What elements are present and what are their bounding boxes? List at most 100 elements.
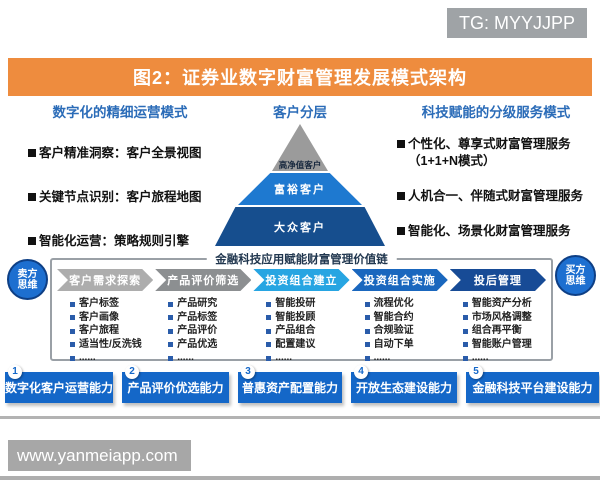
- list-item-label: ......: [79, 352, 96, 363]
- digital-operation-panel: 数字化的精细运营模式 客户精准洞察：客户全景视图 关键节点识别：客户旅程地图 智…: [28, 101, 212, 250]
- list-item-label: 产品优选: [177, 338, 218, 350]
- capability-number-badge: 5: [469, 365, 484, 379]
- bullet-square-icon: [28, 149, 36, 157]
- list-item: 市场风格调整: [462, 311, 547, 324]
- value-chain-stages: 客户需求探索 产品评价筛选 投资组合建立 投资组合实施 投后管理: [57, 269, 546, 291]
- list-item: 智能账户管理: [462, 338, 547, 351]
- bullet-square-icon: [462, 301, 468, 307]
- value-chain-box: 金融科技应用赋能财富管理价值链 客户需求探索 产品评价筛选 投资组合建立 投资组…: [50, 251, 553, 364]
- bullet-square-icon: [364, 301, 370, 307]
- stage-column-post-investment: 智能资产分析 市场风格调整 组合再平衡 智能账户管理 ......: [449, 298, 547, 364]
- left-panel-item: 客户精准洞察：客户全景视图: [28, 145, 212, 162]
- bullet-square-icon: [266, 315, 272, 320]
- capability-number-badge: 1: [8, 365, 22, 379]
- bullet-square-icon: [168, 315, 174, 320]
- list-item-label: 产品评价: [177, 325, 218, 336]
- list-item-label: 市场风格调整: [471, 311, 532, 323]
- bullet-square-icon: [168, 355, 174, 361]
- list-item-label: 组合再平衡: [471, 325, 522, 336]
- capability-number-badge: 3: [241, 365, 256, 379]
- list-item: ......: [70, 352, 154, 364]
- list-item: ......: [364, 352, 449, 364]
- list-item-label: 流程优化: [373, 298, 414, 309]
- bullet-square-icon: [364, 355, 370, 361]
- list-item: 智能合约: [364, 311, 449, 324]
- capability-label: 金融科技平台建设能力: [472, 381, 593, 395]
- left-panel-item: 关键节点识别：客户旅程地图: [28, 189, 212, 206]
- bullet-square-icon: [168, 328, 174, 334]
- capability-label: 开放生态建设能力: [356, 381, 453, 395]
- bullet-square-icon: [364, 342, 370, 347]
- list-item-label: ......: [373, 352, 391, 363]
- list-item-label: 智能合约: [373, 311, 414, 323]
- list-item: 流程优化: [364, 298, 449, 310]
- left-panel-item-label: 智能化运营：策略规则引擎: [39, 234, 190, 248]
- bullet-square-icon: [168, 301, 174, 307]
- bullet-square-icon: [364, 328, 370, 334]
- list-item: 客户旅程: [70, 325, 154, 337]
- bullet-square-icon: [266, 342, 272, 347]
- seller-thinking-circle: 卖方思维: [7, 259, 48, 300]
- list-item-label: 适当性/反洗钱: [79, 338, 142, 350]
- bullet-square-icon: [462, 328, 468, 334]
- stage-arrow-customer-demand: 客户需求探索: [57, 269, 153, 291]
- bullet-square-icon: [266, 355, 272, 361]
- value-chain-title: 金融科技应用赋能财富管理价值链: [206, 251, 397, 267]
- bullet-square-icon: [28, 237, 36, 245]
- right-panel-item-label: 个性化、尊享式财富管理服务（1+1+N模式）: [408, 137, 571, 168]
- bullet-square-icon: [364, 315, 370, 320]
- bullet-square-icon: [70, 355, 75, 361]
- list-item-label: 产品研究: [177, 298, 218, 309]
- left-panel-header: 数字化的精细运营模式: [52, 105, 188, 120]
- buyer-thinking-label: 买方思维: [565, 264, 586, 287]
- list-item: 智能投研: [266, 298, 350, 310]
- list-item-label: 合规验证: [373, 325, 414, 336]
- list-item-label: 产品标签: [177, 311, 218, 323]
- list-item-label: 智能账户管理: [471, 338, 532, 350]
- list-item: 产品研究: [168, 298, 252, 310]
- right-panel-item: 智能化、场景化财富管理服务: [397, 223, 595, 240]
- value-chain-columns: 客户标签 客户画像 客户旅程 适当性/反洗钱 ...... 产品研究 产品标签 …: [52, 298, 551, 364]
- capability-box-digital-customer-ops: 1 数字化客户运营能力: [5, 365, 114, 403]
- list-item-label: 客户画像: [79, 311, 119, 323]
- tg-contact-badge: TG: MYYJJPP: [446, 8, 587, 38]
- pyramid-tier-affluent: 富裕客户: [238, 173, 362, 205]
- list-item-label: 客户标签: [79, 298, 119, 309]
- bullet-square-icon: [397, 192, 405, 200]
- left-panel-item-label: 客户精准洞察：客户全景视图: [39, 146, 202, 160]
- pyramid-tier-label: 高净值客户: [278, 159, 322, 170]
- tech-service-panel: 科技赋能的分级服务模式 个性化、尊享式财富管理服务（1+1+N模式） 人机合一、…: [397, 101, 595, 240]
- list-item: 产品标签: [168, 312, 252, 324]
- pyramid-header: 客户分层: [273, 105, 327, 120]
- horizontal-divider: [0, 416, 600, 419]
- stage-column-customer-demand: 客户标签 客户画像 客户旅程 适当性/反洗钱 ......: [56, 298, 154, 364]
- list-item: 产品优选: [168, 339, 252, 351]
- seller-thinking-label: 卖方思维: [17, 268, 38, 291]
- list-item: 组合再平衡: [462, 325, 547, 337]
- list-item-label: ......: [177, 352, 194, 363]
- bullet-square-icon: [397, 227, 405, 235]
- pyramid-tier-high-net-worth: 高净值客户: [272, 124, 328, 171]
- stage-arrow-post-investment: 投后管理: [450, 269, 546, 291]
- list-item: 客户画像: [70, 312, 154, 324]
- bullet-square-icon: [168, 342, 174, 347]
- bullet-square-icon: [70, 342, 75, 347]
- bullet-square-icon: [266, 328, 272, 334]
- buyer-thinking-circle: 买方思维: [555, 255, 596, 296]
- list-item: ......: [462, 352, 547, 364]
- left-panel-item-label: 关键节点识别：客户旅程地图: [39, 190, 202, 204]
- capability-box-inclusive-allocation: 3 普惠资产配置能力: [238, 365, 343, 403]
- list-item: 自动下单: [364, 339, 449, 351]
- left-panel-items: 客户精准洞察：客户全景视图 关键节点识别：客户旅程地图 智能化运营：策略规则引擎: [28, 145, 212, 250]
- list-item: 智能投顾: [266, 312, 350, 324]
- bullet-square-icon: [462, 342, 468, 347]
- right-panel-item-label: 智能化、场景化财富管理服务: [408, 224, 571, 238]
- customer-segmentation-pyramid: 客户分层 高净值客户 富裕客户 大众客户: [215, 101, 385, 246]
- capability-label: 普惠资产配置能力: [242, 381, 339, 395]
- bullet-square-icon: [462, 355, 468, 361]
- list-item: 适当性/反洗钱: [70, 339, 154, 351]
- figure-title: 图2：证券业数字财富管理发展模式架构: [132, 68, 467, 88]
- list-item-label: ......: [275, 352, 293, 363]
- bullet-square-icon: [70, 328, 75, 334]
